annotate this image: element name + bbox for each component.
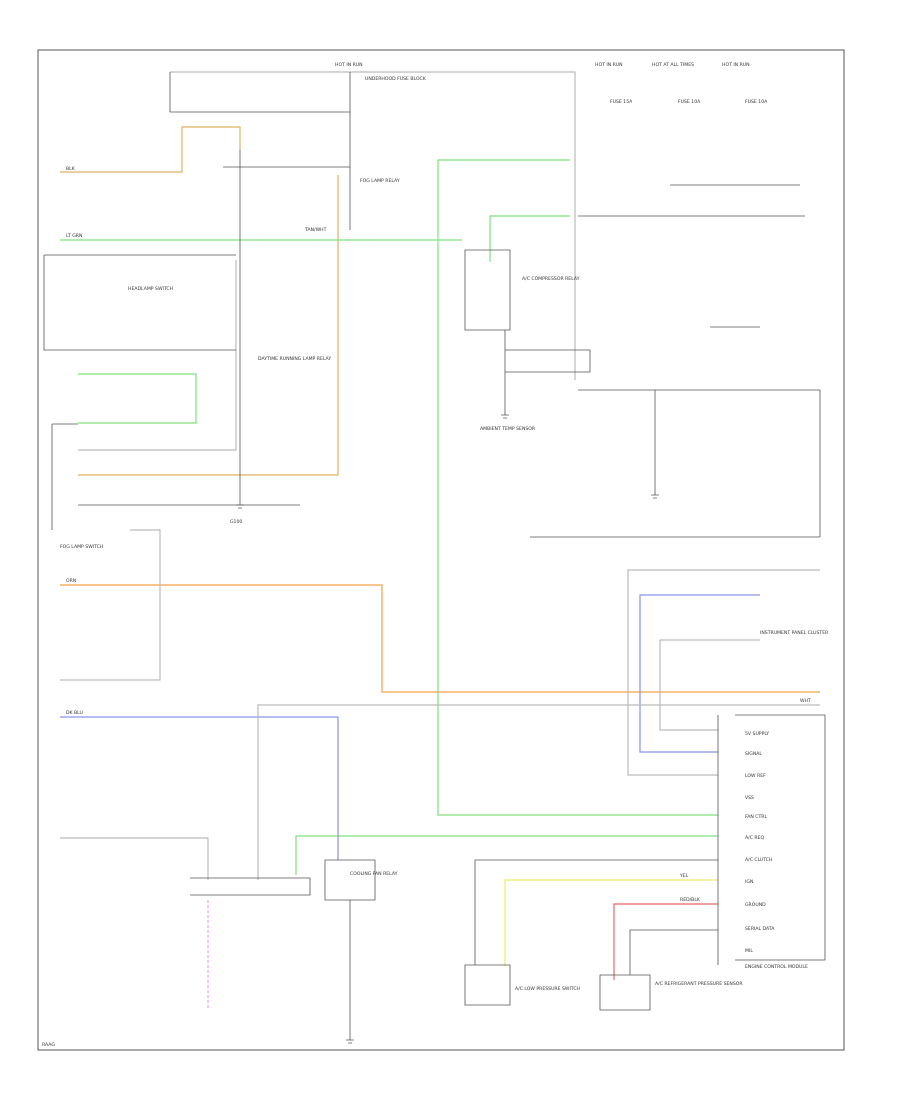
label-right-a: ENGINE CONTROL MODULE xyxy=(745,964,808,970)
ground-symbols xyxy=(236,414,659,1044)
blk-bottom-wire xyxy=(474,859,718,965)
label-fuse-b: FUSE 10A xyxy=(678,99,701,105)
ground-icon xyxy=(346,1039,354,1044)
label-pin-3: LOW REF xyxy=(745,773,766,779)
label-hot-r1: HOT IN RUN xyxy=(595,62,623,68)
footer-code: RAAG xyxy=(42,1042,55,1048)
blk-r-switches xyxy=(578,184,805,328)
wire-gray-g xyxy=(78,260,237,451)
label-pin-4: VSS xyxy=(745,795,754,801)
wire-yellow xyxy=(504,879,718,966)
blk-bottom-switch xyxy=(324,859,376,901)
wire-orange xyxy=(60,584,820,693)
label-fuse-a: FUSE 15A xyxy=(610,99,633,105)
blk-left-box xyxy=(51,423,78,530)
wire-gray-d xyxy=(627,569,820,776)
blk-center-relay xyxy=(464,249,511,331)
label-hot-r2: HOT AT ALL TIMES xyxy=(652,62,694,68)
labels: HOT IN RUN UNDERHOOD FUSE BLOCK HOT IN R… xyxy=(42,62,829,1048)
diagram-border xyxy=(37,49,845,1051)
label-right-d: INSTRUMENT PANEL CLUSTER xyxy=(760,630,829,636)
wires xyxy=(60,71,820,1010)
ground-icon xyxy=(236,504,244,509)
blk-bottom-press xyxy=(599,974,651,1011)
label-fuse-c: FUSE 10A xyxy=(745,99,768,105)
label-left-d: FOG LAMP SWITCH xyxy=(60,544,103,550)
ground-icon xyxy=(501,414,509,419)
ground-icon xyxy=(651,494,659,499)
blk-ecm-conn xyxy=(735,714,826,961)
label-left-a: FOG LAMP RELAY xyxy=(360,178,400,184)
label-wire-wht: WHT xyxy=(800,698,811,704)
label-wire-blu: DK BLU xyxy=(66,710,83,716)
label-wire-blk: BLK xyxy=(66,166,76,172)
wire-green-center xyxy=(437,159,718,816)
label-wire-org: ORN xyxy=(66,578,76,584)
label-pin-9: GROUND xyxy=(745,902,766,908)
wire-red xyxy=(613,903,718,980)
label-right-b: A/C REFRIGERANT PRESSURE SENSOR xyxy=(655,981,743,987)
wire-gray-b xyxy=(257,704,820,880)
label-pin-11: MIL xyxy=(745,948,753,954)
wire-green-lower xyxy=(295,835,718,875)
label-pin-8: IGN xyxy=(745,879,753,885)
black-wiring xyxy=(43,72,826,1040)
label-hot-r3: HOT IN RUN xyxy=(722,62,750,68)
label-mid-c: A/C COMPRESSOR RELAY xyxy=(522,276,580,282)
wire-tan-vertical xyxy=(78,175,339,476)
label-left-c: DAYTIME RUNNING LAMP RELAY xyxy=(258,356,331,362)
label-fuse-top: UNDERHOOD FUSE BLOCK xyxy=(365,76,427,82)
wire-green-relay xyxy=(489,215,570,262)
wire-gray-c xyxy=(60,529,161,681)
wire-blue-left xyxy=(60,716,339,860)
label-pin-1: 5V SUPPLY xyxy=(745,731,769,737)
label-mid-a: G100 xyxy=(230,519,242,525)
label-wire-red: RED/BLK xyxy=(680,897,701,903)
label-mid-b: AMBIENT TEMP SENSOR xyxy=(480,426,536,432)
wire-gray-a xyxy=(170,71,576,380)
wire-green-left xyxy=(78,373,197,424)
label-wire-grn: LT GRN xyxy=(66,233,82,239)
label-pin-10: SERIAL DATA xyxy=(745,926,775,932)
blk-left-upper xyxy=(43,254,236,351)
blk-center-link xyxy=(505,349,591,373)
wire-tan-top xyxy=(60,126,241,173)
label-pin-6: A/C REQ xyxy=(745,835,764,841)
wire-blue-right xyxy=(639,594,760,753)
label-right-c: A/C LOW PRESSURE SWITCH xyxy=(515,986,580,992)
wire-gray-f xyxy=(60,837,209,880)
label-pin-2: SIGNAL xyxy=(745,751,762,757)
label-left-b: HEADLAMP SWITCH xyxy=(128,286,173,292)
label-pin-5: FAN CTRL xyxy=(745,814,767,820)
blk-bottom-wire-2 xyxy=(629,929,718,975)
blk-bottom-module xyxy=(190,877,311,896)
label-hot-top: HOT IN RUN xyxy=(335,62,363,68)
blk-bottom-sensor xyxy=(464,964,511,1006)
blk-top-bus xyxy=(169,72,351,113)
label-wire-tan: TAN/WHT xyxy=(304,227,327,233)
label-pin-7: A/C CLUTCH xyxy=(745,857,772,863)
label-mid-d: COOLING FAN RELAY xyxy=(350,871,398,877)
label-wire-yel: YEL xyxy=(679,873,689,879)
wire-gray-e xyxy=(659,639,760,731)
